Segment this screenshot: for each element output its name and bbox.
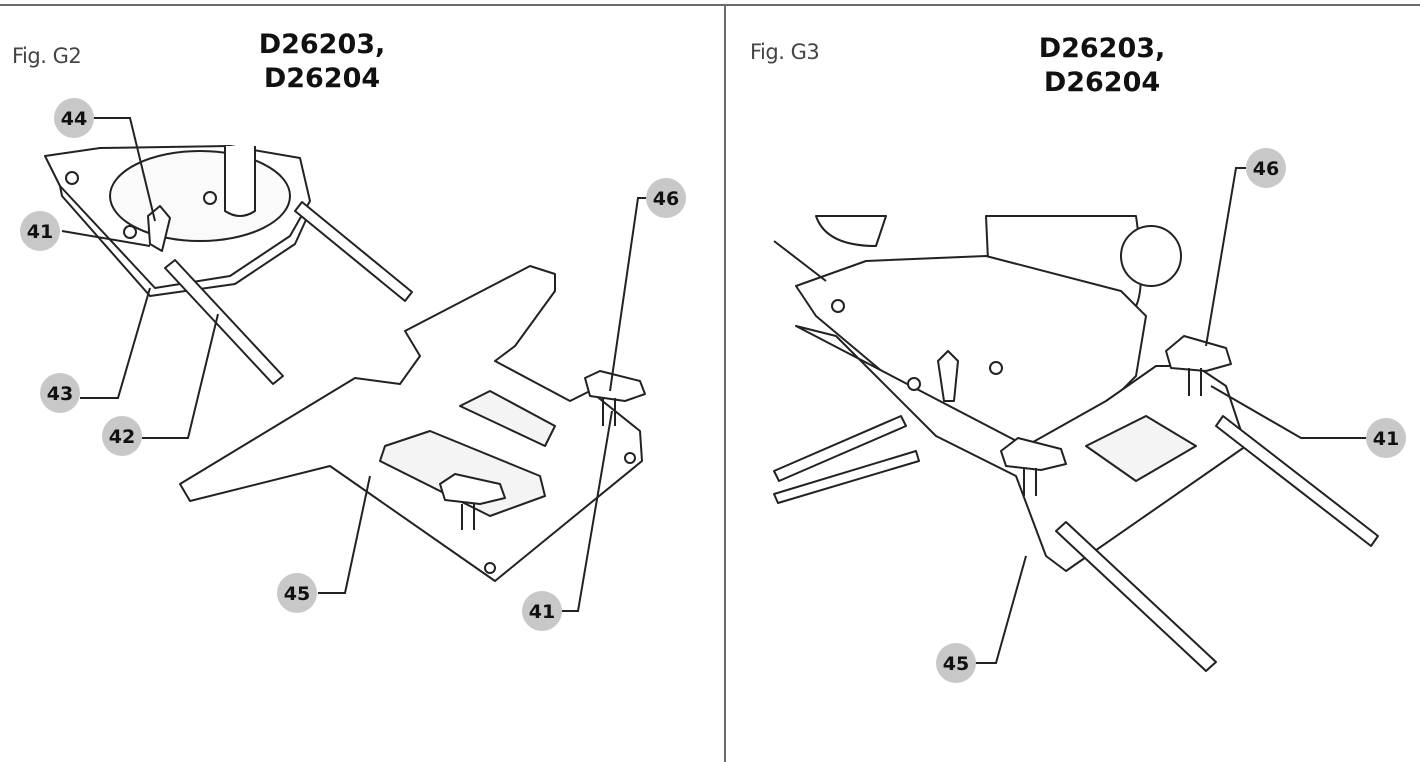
figure-label: Fig. G3 [750,40,820,64]
callout-label: 44 [61,108,87,130]
callout-label: 41 [529,601,555,623]
guide-rod-upper [294,201,413,302]
callout-45: 45 [936,643,976,683]
model-line-1: D26203, [1038,33,1166,64]
callout-label: 46 [1253,158,1279,180]
callout-label: 41 [1373,428,1399,450]
router-motor-opening [109,150,291,242]
callout-45: 45 [277,573,317,613]
model-line-2: D26204 [263,63,381,94]
router-with-edge-guide-illustration: 46 41 45 [773,148,1406,683]
figure-label: Fig. G2 [12,44,82,68]
base-clamp-knob [937,350,959,402]
callout-43: 43 [40,373,80,413]
top-rule [0,4,1420,6]
callout-41-base: 41 [20,211,60,251]
router-edge-guide-illustration: 44 41 43 42 45 41 46 [20,98,686,631]
router-spindle [224,146,256,217]
callout-46: 46 [1246,148,1286,188]
thumbscrew-right [1165,335,1232,372]
guide-rod-left-b [773,450,920,504]
callout-label: 46 [653,188,679,210]
callout-44: 44 [54,98,94,138]
model-numbers: D26203, D26204 [232,28,412,96]
model-line-2: D26204 [1043,67,1161,98]
callout-41-guide: 41 [522,591,562,631]
edge-guide-frame [179,265,643,582]
guide-rod-left-a [773,415,907,482]
guide-rod-right [1215,415,1379,547]
thumbscrew-right [584,370,646,402]
callout-label: 42 [109,426,135,448]
panel-divider [724,4,726,762]
callout-label: 45 [943,653,969,675]
callout-label: 41 [27,221,53,243]
callout-46: 46 [646,178,686,218]
thumbscrew-front [439,473,506,505]
callout-41: 41 [1366,418,1406,458]
model-numbers: D26203, D26204 [1012,32,1192,100]
figure-g3-panel: Fig. G3 D26203, D26204 [726,6,1420,762]
guide-rod-front [1055,521,1217,672]
callout-label: 43 [47,383,73,405]
thumbscrew-front [1000,437,1067,471]
edge-guide-pocket [1085,415,1197,482]
router-knob [1120,225,1182,287]
model-line-1: D26203, [258,29,386,60]
edge-guide-window [459,390,556,447]
figure-g2-panel: Fig. G2 D26203, D26204 [0,6,724,762]
callout-label: 45 [284,583,310,605]
callout-42: 42 [102,416,142,456]
router-motor-housing [815,215,887,247]
guide-rod-lower [164,259,284,385]
